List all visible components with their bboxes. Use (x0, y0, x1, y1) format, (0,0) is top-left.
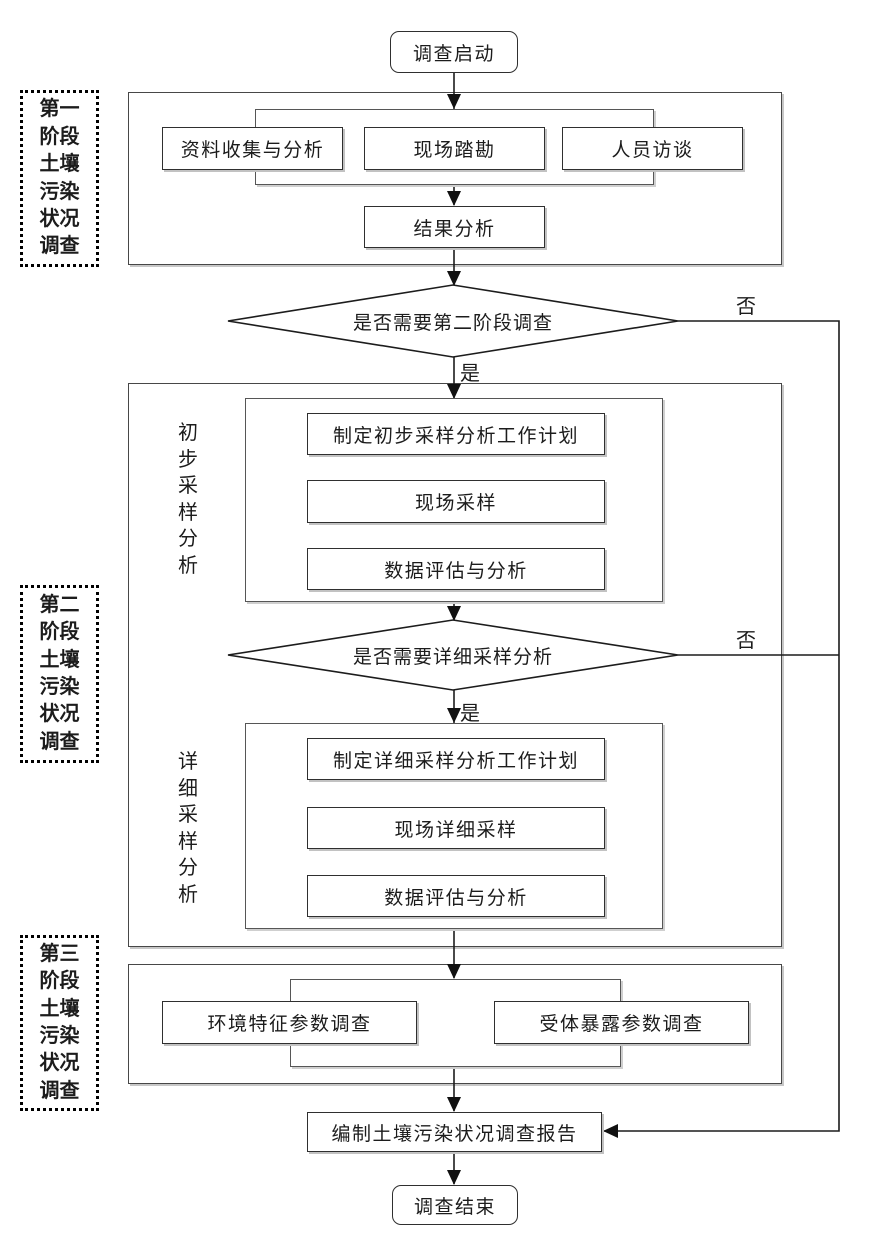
decision2-question: 是否需要详细采样分析 (352, 646, 553, 668)
data-collection-box: 资料收集与分析 (162, 127, 343, 170)
data-evaluation-box-2: 数据评估与分析 (307, 875, 605, 917)
detailed-sampling-group-label: 详细采样分析 (178, 751, 198, 906)
decision1-no-label: 否 (736, 296, 756, 318)
decision1-yes-label: 是 (460, 363, 480, 385)
stage2-container-box (128, 383, 782, 947)
data-evaluation-box-1: 数据评估与分析 (307, 548, 605, 590)
detailed-plan-box: 制定详细采样分析工作计划 (307, 738, 605, 780)
detailed-field-sampling-box: 现场详细采样 (307, 807, 605, 849)
end-node: 调查结束 (392, 1185, 518, 1225)
receptor-exposure-params-box: 受体暴露参数调查 (494, 1001, 749, 1044)
result-analysis-box: 结果分析 (364, 206, 545, 248)
preliminary-plan-box: 制定初步采样分析工作计划 (307, 413, 605, 455)
stage3-side-label: 第三阶段土壤污染状况调查 (20, 935, 99, 1111)
stage2-side-label: 第二阶段土壤污染状况调查 (20, 585, 99, 763)
field-sampling-box: 现场采样 (307, 480, 605, 523)
start-node: 调查启动 (390, 31, 518, 73)
decision2-yes-label: 是 (460, 703, 480, 725)
decision2-no-label: 否 (736, 630, 756, 652)
environment-params-box: 环境特征参数调查 (162, 1001, 417, 1044)
personnel-interview-box: 人员访谈 (562, 127, 743, 170)
stage1-container-box (128, 92, 782, 265)
decision1-question: 是否需要第二阶段调查 (352, 312, 553, 334)
report-box: 编制土壤污染状况调查报告 (307, 1112, 602, 1152)
site-reconnaissance-box: 现场踏勘 (364, 127, 545, 170)
preliminary-sampling-group-label: 初步采样分析 (178, 422, 198, 577)
stage1-side-label: 第一阶段土壤污染状况调查 (20, 90, 99, 267)
